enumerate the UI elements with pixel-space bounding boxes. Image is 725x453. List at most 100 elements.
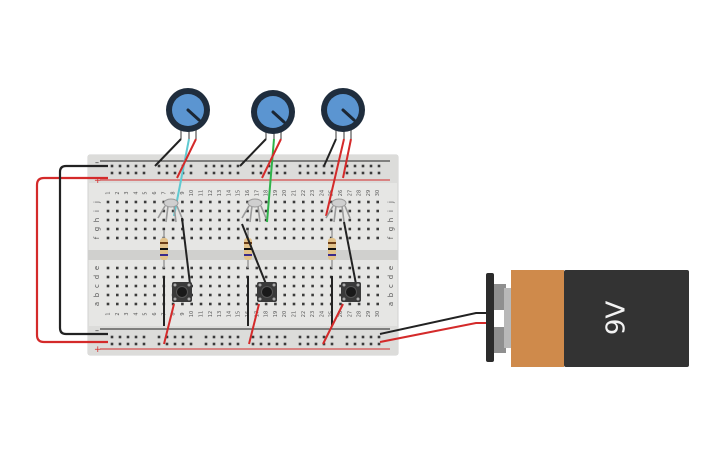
terminal-hole[interactable] xyxy=(376,302,379,306)
terminal-hole[interactable] xyxy=(171,209,175,213)
terminal-hole[interactable] xyxy=(283,218,286,222)
terminal-hole[interactable] xyxy=(125,284,128,288)
terminal-hole[interactable] xyxy=(190,275,193,279)
terminal-hole[interactable] xyxy=(209,293,212,297)
terminal-hole[interactable] xyxy=(106,284,110,288)
terminal-hole[interactable] xyxy=(134,236,138,240)
rail-hole[interactable] xyxy=(173,342,177,346)
rail-hole[interactable] xyxy=(118,164,122,168)
terminal-hole[interactable] xyxy=(153,227,156,231)
terminal-hole[interactable] xyxy=(274,200,277,204)
terminal-hole[interactable] xyxy=(143,293,147,297)
terminal-hole[interactable] xyxy=(320,236,324,240)
terminal-hole[interactable] xyxy=(292,275,296,279)
terminal-hole[interactable] xyxy=(376,218,379,222)
terminal-hole[interactable] xyxy=(106,236,110,240)
terminal-hole[interactable] xyxy=(302,266,305,270)
terminal-hole[interactable] xyxy=(236,218,240,222)
terminal-hole[interactable] xyxy=(209,200,212,204)
terminal-hole[interactable] xyxy=(134,266,138,270)
terminal-hole[interactable] xyxy=(339,302,342,306)
terminal-hole[interactable] xyxy=(357,218,361,222)
terminal-hole[interactable] xyxy=(255,284,259,288)
terminal-hole[interactable] xyxy=(376,200,379,204)
terminal-hole[interactable] xyxy=(153,209,156,213)
terminal-hole[interactable] xyxy=(274,227,277,231)
terminal-hole[interactable] xyxy=(218,236,221,240)
rail-hole[interactable] xyxy=(314,171,318,175)
terminal-hole[interactable] xyxy=(227,284,231,288)
terminal-hole[interactable] xyxy=(236,284,240,288)
rail-hole[interactable] xyxy=(189,342,193,346)
push-button-2[interactable] xyxy=(257,282,277,302)
terminal-hole[interactable] xyxy=(162,227,166,231)
terminal-hole[interactable] xyxy=(320,284,324,288)
terminal-hole[interactable] xyxy=(143,236,147,240)
push-button-1[interactable] xyxy=(172,282,192,302)
terminal-hole[interactable] xyxy=(348,218,352,222)
terminal-hole[interactable] xyxy=(302,275,305,279)
rail-hole[interactable] xyxy=(369,335,373,339)
rail-hole[interactable] xyxy=(157,164,161,168)
terminal-hole[interactable] xyxy=(357,200,361,204)
terminal-hole[interactable] xyxy=(209,275,212,279)
rail-hole[interactable] xyxy=(212,335,216,339)
terminal-hole[interactable] xyxy=(106,275,110,279)
terminal-hole[interactable] xyxy=(329,218,333,222)
terminal-hole[interactable] xyxy=(302,293,305,297)
rail-hole[interactable] xyxy=(126,342,130,346)
rail-hole[interactable] xyxy=(228,164,232,168)
terminal-hole[interactable] xyxy=(339,218,342,222)
rail-hole[interactable] xyxy=(369,164,373,168)
terminal-hole[interactable] xyxy=(236,293,240,297)
terminal-hole[interactable] xyxy=(302,209,305,213)
terminal-hole[interactable] xyxy=(274,266,277,270)
terminal-hole[interactable] xyxy=(236,236,240,240)
terminal-hole[interactable] xyxy=(329,200,333,204)
rail-hole[interactable] xyxy=(306,171,310,175)
rail-hole[interactable] xyxy=(157,342,161,346)
terminal-hole[interactable] xyxy=(302,302,305,306)
rail-hole[interactable] xyxy=(267,164,271,168)
terminal-hole[interactable] xyxy=(143,209,147,213)
terminal-hole[interactable] xyxy=(209,236,212,240)
terminal-hole[interactable] xyxy=(116,209,119,213)
terminal-hole[interactable] xyxy=(106,302,110,306)
rail-hole[interactable] xyxy=(189,335,193,339)
rail-hole[interactable] xyxy=(165,335,169,339)
terminal-hole[interactable] xyxy=(311,293,314,297)
rail-hole[interactable] xyxy=(110,342,114,346)
terminal-hole[interactable] xyxy=(320,227,324,231)
terminal-hole[interactable] xyxy=(227,266,231,270)
terminal-hole[interactable] xyxy=(367,209,370,213)
terminal-hole[interactable] xyxy=(367,200,370,204)
rail-hole[interactable] xyxy=(283,342,287,346)
terminal-hole[interactable] xyxy=(292,227,296,231)
terminal-hole[interactable] xyxy=(236,209,240,213)
rail-hole[interactable] xyxy=(228,335,232,339)
rail-hole[interactable] xyxy=(126,164,130,168)
terminal-hole[interactable] xyxy=(236,275,240,279)
terminal-hole[interactable] xyxy=(153,293,156,297)
terminal-hole[interactable] xyxy=(311,284,314,288)
terminal-hole[interactable] xyxy=(302,284,305,288)
terminal-hole[interactable] xyxy=(283,284,286,288)
resistor-3[interactable] xyxy=(328,230,336,268)
terminal-hole[interactable] xyxy=(171,275,175,279)
rail-hole[interactable] xyxy=(361,171,365,175)
terminal-hole[interactable] xyxy=(134,284,138,288)
rail-hole[interactable] xyxy=(220,342,224,346)
rail-hole[interactable] xyxy=(377,335,381,339)
rail-hole[interactable] xyxy=(345,171,349,175)
rail-hole[interactable] xyxy=(251,335,255,339)
terminal-hole[interactable] xyxy=(218,284,221,288)
terminal-hole[interactable] xyxy=(339,275,342,279)
rail-hole[interactable] xyxy=(118,335,122,339)
rail-hole[interactable] xyxy=(267,171,271,175)
rail-hole[interactable] xyxy=(142,171,146,175)
terminal-hole[interactable] xyxy=(236,302,240,306)
rail-hole[interactable] xyxy=(298,342,302,346)
terminal-hole[interactable] xyxy=(199,236,203,240)
terminal-hole[interactable] xyxy=(181,209,184,213)
rail-hole[interactable] xyxy=(189,164,193,168)
